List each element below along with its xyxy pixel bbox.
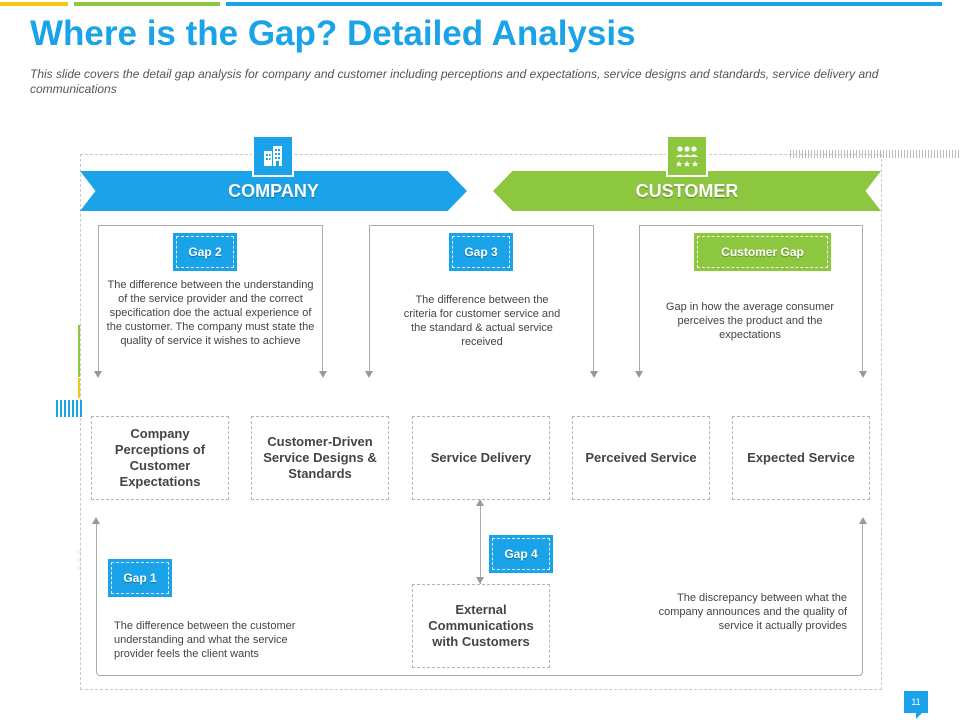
gap1-label: Gap 1 [108,559,172,597]
node-service-delivery: Service Delivery [412,416,550,500]
customer-banner: CUSTOMER [493,171,881,211]
customer-gap-label: Customer Gap [694,233,831,271]
company-banner: COMPANY [80,171,467,211]
node-service-designs: Customer-Driven Service Designs & Standa… [251,416,389,500]
node-perceived-service: Perceived Service [572,416,710,500]
customer-gap-bracket [639,225,863,372]
page-number: 11 [904,691,928,719]
people-group-icon [666,135,708,177]
decor-line-green [78,325,80,377]
accent-bar-yellow [0,2,68,6]
customer-gap-description: Gap in how the average consumer perceive… [665,301,835,341]
gap4-connector [480,500,481,584]
gap2-description: The difference between the understanding… [106,279,315,347]
gap4-description: The discrepancy between what the company… [658,592,847,632]
customer-gap-arrow-right [859,371,867,378]
gap1-arrow-left [92,517,100,524]
decor-stripes-top [790,150,960,158]
decor-stripes-left [56,400,84,417]
decor-line-yellow [78,378,80,398]
page-subtitle: This slide covers the detail gap analysi… [30,67,879,96]
gap4-arrow-up [476,499,484,506]
page-title: Where is the Gap? Detailed Analysis [30,14,636,53]
gap1-arrow-right [859,517,867,524]
gap3-label: Gap 3 [449,233,513,271]
company-banner-label: COMPANY [228,180,319,201]
gap3-arrow-right [590,371,598,378]
accent-bar-green [74,2,220,6]
customer-gap-arrow-left [635,371,643,378]
gap1-description: The difference between the customer unde… [114,620,296,660]
diagram-frame [80,154,882,690]
gap3-bracket [369,225,594,372]
customer-banner-label: CUSTOMER [635,180,739,201]
gap2-arrow-right [319,371,327,378]
gap3-description: The difference between the criteria for … [403,294,561,348]
building-icon [252,135,294,177]
node-expected-service: Expected Service [732,416,870,500]
node-external-comms: External Communications with Customers [412,584,550,668]
node-company-perceptions: Company Perceptions of Customer Expectat… [91,416,229,500]
decor-dots: ○○○ [77,547,82,572]
accent-bar-blue [226,2,942,6]
gap4-label: Gap 4 [489,535,553,573]
gap4-arrow-down [476,577,484,584]
gap2-arrow-left [94,371,102,378]
gap2-bracket [98,225,323,372]
gap1-bracket [96,520,863,676]
gap2-label: Gap 2 [173,233,237,271]
gap3-arrow-left [365,371,373,378]
